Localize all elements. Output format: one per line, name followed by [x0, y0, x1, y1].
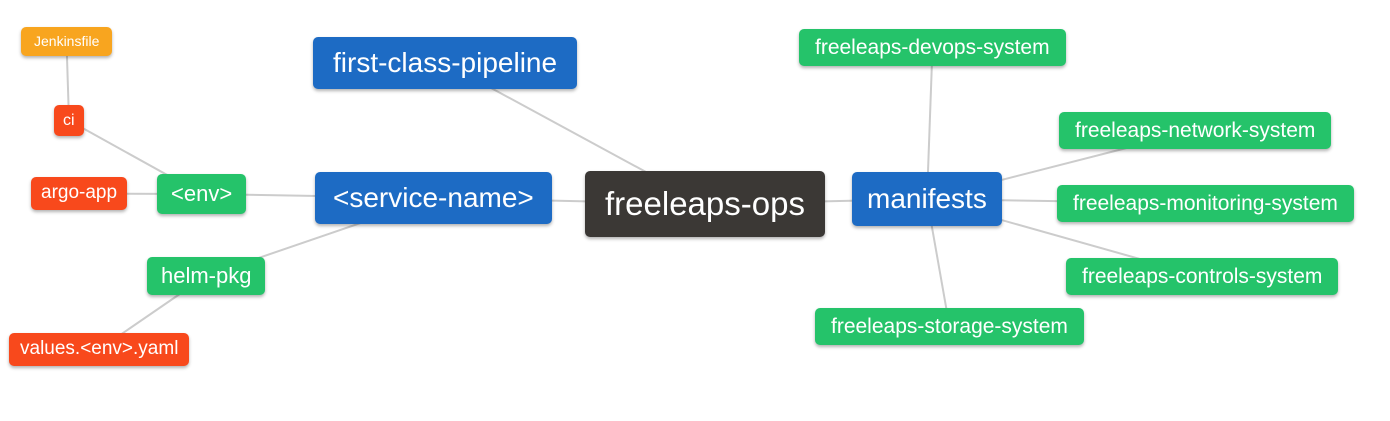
node-values-env-yaml[interactable]: values.<env>.yaml — [9, 333, 190, 366]
node-ci[interactable]: ci — [54, 105, 84, 137]
node-jenkinsfile[interactable]: Jenkinsfile — [21, 27, 113, 56]
node-first-class-pipeline[interactable]: first-class-pipeline — [313, 37, 578, 89]
node-freeleaps-monitoring-system[interactable]: freeleaps-monitoring-system — [1057, 185, 1354, 223]
node-freeleaps-storage-system[interactable]: freeleaps-storage-system — [815, 308, 1084, 346]
node-freeleaps-ops-root[interactable]: freeleaps-ops — [585, 171, 825, 237]
node-env[interactable]: <env> — [157, 174, 247, 215]
node-manifests[interactable]: manifests — [852, 172, 1002, 226]
node-service-name[interactable]: <service-name> — [315, 172, 552, 224]
node-freeleaps-controls-system[interactable]: freeleaps-controls-system — [1066, 258, 1339, 296]
node-freeleaps-devops-system[interactable]: freeleaps-devops-system — [799, 29, 1066, 67]
node-helm-pkg[interactable]: helm-pkg — [147, 257, 266, 296]
node-freeleaps-network-system[interactable]: freeleaps-network-system — [1059, 112, 1332, 150]
node-argo-app[interactable]: argo-app — [31, 177, 128, 210]
